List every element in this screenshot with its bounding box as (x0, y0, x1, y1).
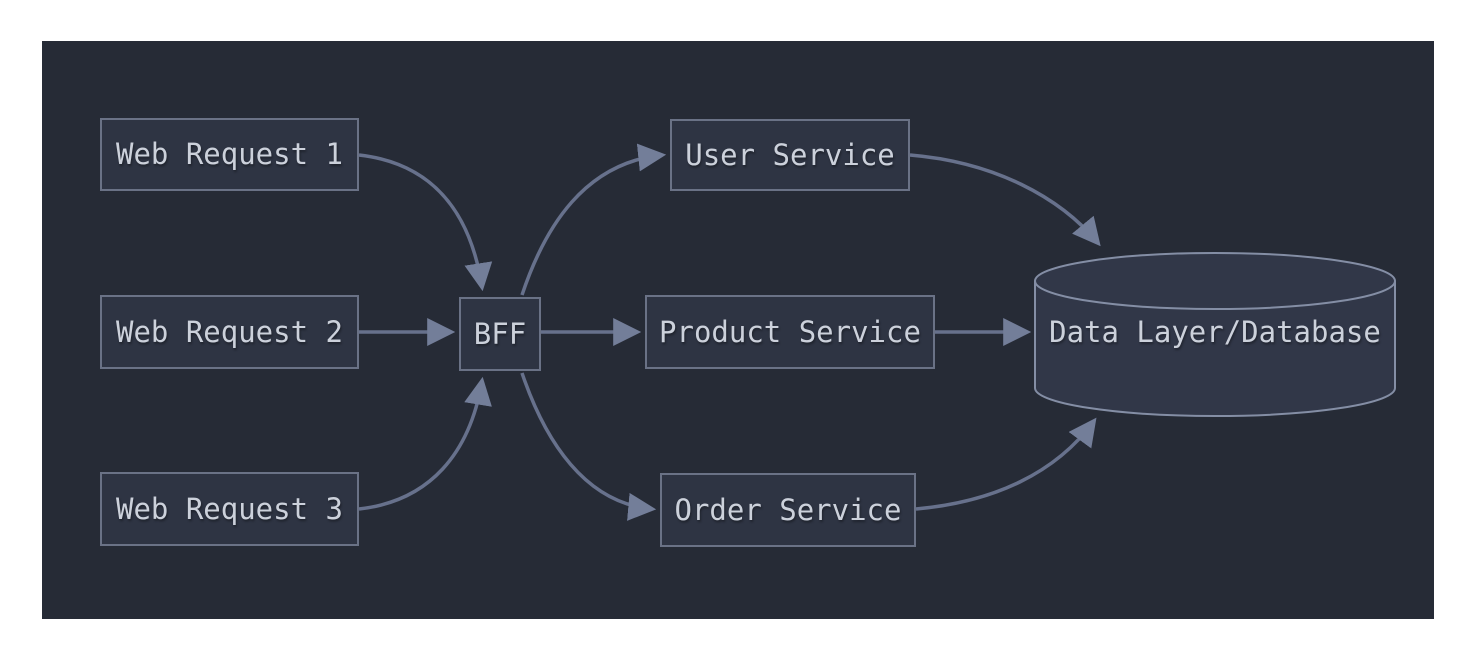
edge-web-request-1-to-bff (358, 153, 493, 292)
edge-order-service-to-database (915, 417, 1097, 511)
edge-bff-to-user-service (520, 143, 667, 296)
node-web-request-1: Web Request 1 (100, 118, 359, 191)
node-order-service-label: Order Service (674, 492, 902, 527)
node-web-request-3: Web Request 3 (100, 472, 359, 546)
node-bff-label: BFF (473, 316, 527, 351)
database-cylinder-shape (1034, 252, 1396, 417)
diagram-edges-layer (358, 143, 1396, 521)
node-database: Data Layer/Database (1035, 312, 1395, 352)
node-web-request-2: Web Request 2 (100, 295, 359, 369)
diagram-canvas: Web Request 1 Web Request 2 Web Request … (42, 41, 1434, 619)
edge-bff-to-order-service (520, 372, 657, 521)
node-database-label: Data Layer/Database (1049, 314, 1381, 349)
node-bff: BFF (459, 297, 541, 371)
node-product-service-label: Product Service (659, 314, 921, 349)
edge-web-request-3-to-bff (358, 376, 492, 511)
node-web-request-3-label: Web Request 3 (116, 491, 343, 526)
node-user-service: User Service (670, 119, 910, 191)
node-order-service: Order Service (660, 473, 916, 547)
node-user-service-label: User Service (685, 137, 895, 172)
node-web-request-1-label: Web Request 1 (116, 137, 343, 171)
edge-user-service-to-database (909, 153, 1101, 247)
node-web-request-2-label: Web Request 2 (116, 314, 343, 349)
node-product-service: Product Service (645, 295, 935, 369)
